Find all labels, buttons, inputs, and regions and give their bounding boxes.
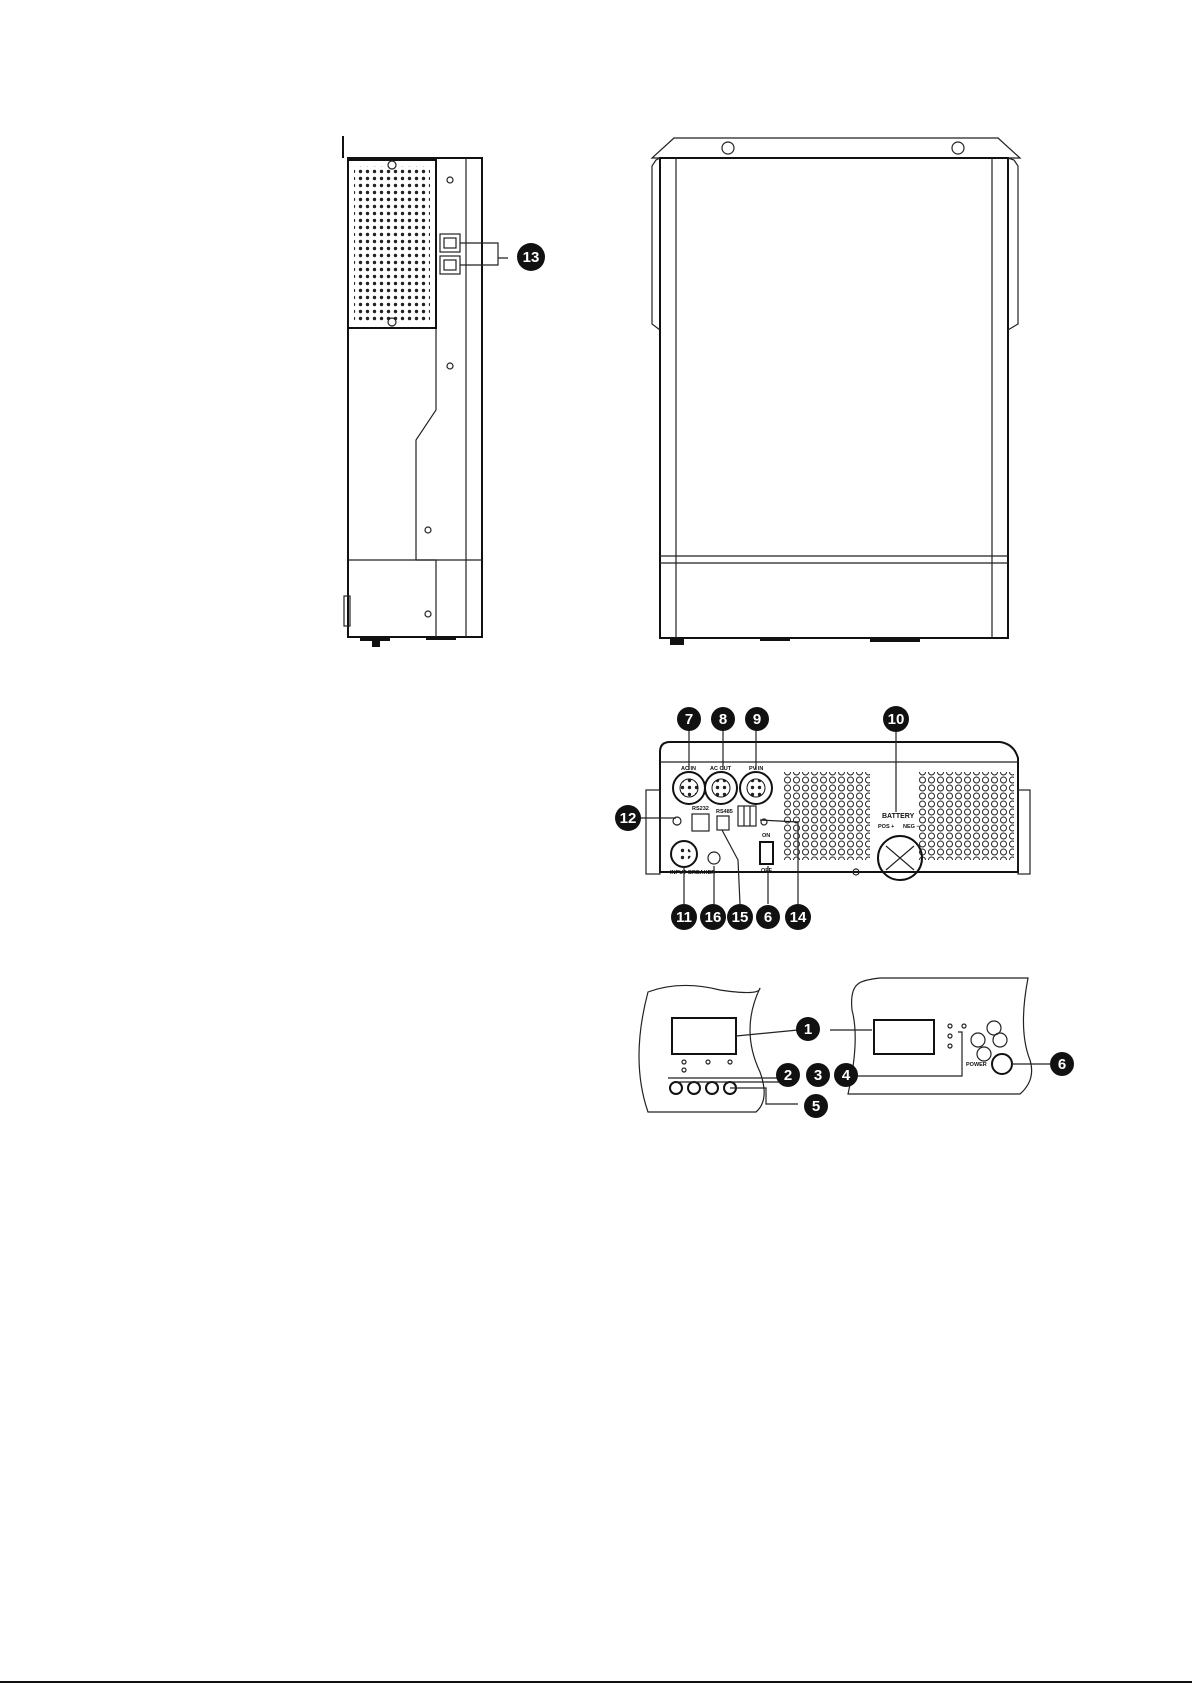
- rear-vent-right: [918, 772, 1014, 860]
- svg-text:5: 5: [812, 1098, 820, 1115]
- svg-text:8: 8: [719, 711, 727, 728]
- svg-text:2: 2: [784, 1067, 792, 1084]
- callout-12: 12: [615, 805, 641, 831]
- svg-text:14: 14: [790, 909, 807, 926]
- rear-vent-left: [782, 772, 870, 860]
- callout-15: 15: [727, 904, 753, 930]
- ground-terminal: [708, 852, 720, 864]
- callout-13: 13: [517, 243, 545, 271]
- power-button: [992, 1054, 1012, 1074]
- svg-text:4: 4: [842, 1067, 851, 1084]
- function-button-1: [670, 1082, 682, 1094]
- svg-text:7: 7: [685, 711, 693, 728]
- comm-port-top: [440, 234, 460, 252]
- callouts: 13 7 8 9 10 12 11 16 15 6 14 1 2 3 4 5 6: [517, 243, 1074, 1118]
- svg-text:12: 12: [620, 810, 637, 827]
- svg-text:15: 15: [732, 909, 749, 926]
- svg-text:10: 10: [888, 711, 905, 728]
- svg-text:6: 6: [764, 909, 772, 926]
- svg-text:16: 16: [705, 909, 722, 926]
- svg-text:11: 11: [676, 909, 692, 926]
- callout-5: 5: [804, 1094, 828, 1118]
- callout-4: 4: [834, 1063, 858, 1087]
- callout-8: 8: [711, 707, 735, 731]
- dry-contact-terminal: [738, 806, 756, 826]
- lcd-display-right: [874, 1020, 934, 1054]
- svg-text:1: 1: [804, 1021, 812, 1038]
- callout-14: 14: [785, 904, 811, 930]
- callout-9: 9: [745, 707, 769, 731]
- svg-text:13: 13: [523, 249, 540, 266]
- callout-6-front: 6: [1050, 1052, 1074, 1076]
- lcd-display-left: [672, 1018, 736, 1054]
- rs485-label: RS485: [716, 809, 733, 815]
- battery-pos-label: POS +: [878, 824, 894, 830]
- callout-6-rear: 6: [756, 905, 780, 929]
- rs232-port: [692, 814, 709, 831]
- function-button-3: [706, 1082, 718, 1094]
- power-label: POWER: [966, 1062, 987, 1068]
- side-view: [343, 136, 482, 647]
- power-switch: [760, 842, 773, 864]
- front-panel-detail-left: [639, 985, 798, 1112]
- ac-out-label: AC OUT: [710, 766, 732, 772]
- input-breaker-label: INPUT BREAKER: [670, 870, 715, 876]
- rs485-port: [717, 816, 729, 830]
- switch-off-label: OFF: [761, 868, 773, 874]
- battery-label: BATTERY: [882, 813, 915, 820]
- rear-view: AC IN AC OUT PV IN RS232 RS485 ON OFF IN…: [646, 742, 1030, 880]
- callout-16: 16: [700, 904, 726, 930]
- comm-port-bottom: [440, 256, 460, 274]
- switch-on-label: ON: [762, 833, 770, 839]
- function-button-2: [688, 1082, 700, 1094]
- svg-text:9: 9: [753, 711, 761, 728]
- callout-7: 7: [677, 707, 701, 731]
- callout-3: 3: [806, 1063, 830, 1087]
- callout-11: 11: [671, 904, 697, 930]
- svg-text:3: 3: [814, 1067, 822, 1084]
- callout-10: 10: [883, 706, 909, 732]
- battery-neg-label: NEG −: [903, 824, 920, 830]
- front-view: [652, 138, 1020, 645]
- page-bottom-rule: [0, 1681, 1192, 1683]
- callout-2: 2: [776, 1063, 800, 1087]
- front-panel-detail-right: POWER: [830, 978, 1050, 1094]
- svg-text:6: 6: [1058, 1056, 1066, 1073]
- callout-1: 1: [796, 1017, 820, 1041]
- rs232-label: RS232: [692, 806, 709, 812]
